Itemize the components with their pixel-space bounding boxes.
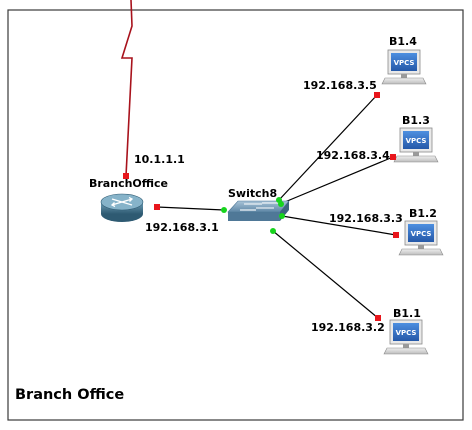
pc-b1-2-ip: 192.168.3.3 <box>329 212 403 225</box>
pc-b1-2-name: B1.2 <box>409 207 437 220</box>
serial-wan-link[interactable] <box>120 0 133 177</box>
link-switch-b13[interactable] <box>279 156 394 205</box>
switch-port-b11 <box>270 228 276 234</box>
pc-b1-4-name: B1.4 <box>389 35 417 48</box>
link-router-switch[interactable] <box>156 206 225 211</box>
pc-b1-3-name: B1.3 <box>402 114 430 127</box>
link-switch-b11[interactable] <box>272 230 379 319</box>
pc-b1-1-port <box>375 315 381 321</box>
pc-b1-4-badge: VPCS <box>394 59 415 67</box>
zone-label: Branch Office <box>15 387 124 403</box>
switch-port-b13 <box>278 201 284 207</box>
link-switch-b12[interactable] <box>281 215 397 236</box>
pc-b1-1-ip: 192.168.3.2 <box>311 321 385 334</box>
pc-b1-1-badge: VPCS <box>396 329 417 337</box>
pc-b1-1-name: B1.1 <box>393 307 421 320</box>
pc-b1-2-badge: VPCS <box>411 230 432 238</box>
pc-b1-1[interactable]: VPCS <box>383 319 429 355</box>
router-wan-ip: 10.1.1.1 <box>134 153 185 166</box>
router-name: BranchOffice <box>89 177 168 190</box>
pc-b1-3-port <box>390 154 396 160</box>
pc-b1-2-port <box>393 232 399 238</box>
router-branchoffice[interactable] <box>100 193 144 222</box>
pc-b1-3-ip: 192.168.3.4 <box>316 149 390 162</box>
switch-port-b12 <box>279 213 285 219</box>
zone-border <box>7 9 464 421</box>
router-lan-port <box>154 204 160 210</box>
link-switch-b14[interactable] <box>278 94 378 201</box>
pc-b1-3-badge: VPCS <box>406 137 427 145</box>
pc-b1-4[interactable]: VPCS <box>381 49 427 85</box>
switch-port-router <box>221 207 227 213</box>
router-wan-port <box>123 173 129 179</box>
router-arrows-icon <box>110 196 134 208</box>
pc-b1-2[interactable]: VPCS <box>398 220 444 256</box>
pc-b1-3[interactable]: VPCS <box>393 127 439 163</box>
router-lan-ip: 192.168.3.1 <box>145 221 219 234</box>
pc-b1-4-ip: 192.168.3.5 <box>303 79 377 92</box>
switch-name: Switch8 <box>228 187 277 200</box>
pc-b1-4-port <box>374 92 380 98</box>
